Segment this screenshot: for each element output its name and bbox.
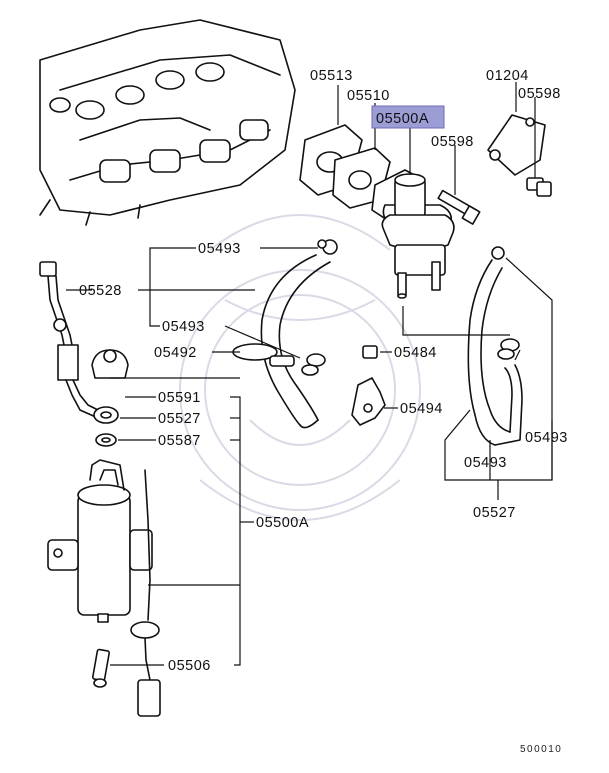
fuel-pump-electric	[47, 459, 153, 623]
bolt-05598-plate	[526, 177, 552, 197]
fuel-line-05528	[39, 261, 99, 419]
fuel-hose-05494-left	[260, 254, 331, 429]
washer-05527	[93, 406, 119, 424]
label-01204: 01204	[486, 68, 529, 84]
label-05513: 05513	[310, 68, 353, 84]
clamp-05492	[232, 343, 295, 367]
label-05493-left: 05493	[162, 319, 205, 335]
label-05587: 05587	[158, 433, 201, 449]
label-05492: 05492	[154, 345, 197, 361]
check-valve-05591	[91, 349, 129, 379]
hose-clamp-05493-b	[301, 353, 326, 376]
part-labels: 05513 05510 05500A 01204 05598 05598 054…	[79, 68, 568, 755]
label-05493-center: 05493	[464, 455, 507, 471]
label-05591: 05591	[158, 390, 201, 406]
label-05493-right: 05493	[525, 430, 568, 446]
label-05484: 05484	[394, 345, 437, 361]
label-05598-bolt: 05598	[431, 134, 474, 150]
washer-05587	[95, 433, 117, 447]
label-05494: 05494	[400, 401, 443, 417]
fitting-05484	[362, 345, 378, 359]
label-05598-plate: 05598	[518, 86, 561, 102]
highlight-box	[371, 105, 445, 129]
cylinder-head-illustration	[39, 19, 296, 226]
label-05527-left: 05527	[158, 411, 201, 427]
bracket-05494	[351, 377, 386, 426]
label-05510: 05510	[347, 88, 390, 104]
label-05528: 05528	[79, 283, 122, 299]
return-hose-right	[467, 246, 523, 446]
figure-code: 500010	[520, 744, 562, 755]
watermark-emblem	[179, 214, 421, 521]
label-05527-right: 05527	[473, 505, 516, 521]
bolt-05598	[437, 189, 481, 225]
fuel-pump-mechanical	[371, 169, 455, 299]
label-05500a-bottom: 05500A	[256, 515, 309, 531]
wire-connector-05506	[92, 621, 161, 717]
plate-01204	[487, 114, 546, 176]
label-05506: 05506	[168, 658, 211, 674]
label-05500a-top: 05500A	[376, 111, 429, 127]
label-05493-top: 05493	[198, 241, 241, 257]
hose-clamp-05493	[317, 239, 338, 255]
